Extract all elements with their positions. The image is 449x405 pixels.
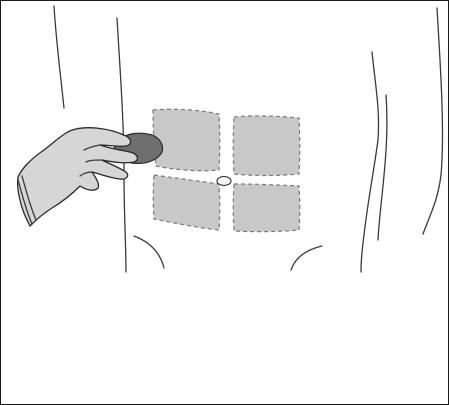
- electrode-pad-top-right: [233, 116, 300, 176]
- hip-crease-left: [134, 236, 164, 268]
- torso-right-edge: [423, 8, 442, 234]
- gloved-hand: [18, 128, 138, 226]
- torso-left-contour-upper: [54, 6, 64, 108]
- torso-right-contour-inner: [378, 95, 387, 240]
- torso-right-contour: [361, 52, 379, 272]
- electrode-pad-bottom-left: [153, 175, 220, 230]
- hip-crease-right: [291, 246, 322, 270]
- navel: [217, 177, 231, 186]
- electrode-pad-bottom-right: [233, 184, 300, 232]
- electrode-pad-top-left: [153, 109, 220, 171]
